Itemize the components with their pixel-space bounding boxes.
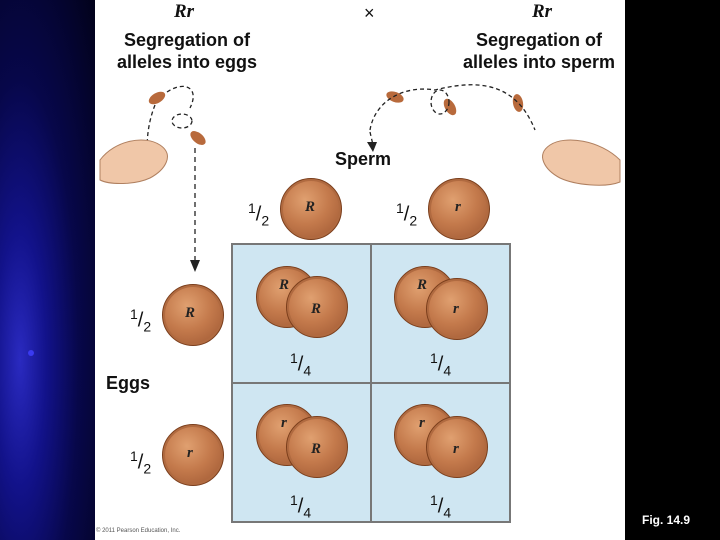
sperm-arrow (369, 131, 374, 146)
allele-letter: r (281, 415, 287, 431)
fraction-numerator: 1 (130, 448, 138, 464)
flying-coin (386, 91, 404, 103)
offspring-fraction: 1/4 (290, 350, 312, 379)
toss-path (171, 113, 193, 129)
offspring-coin-front: R (286, 416, 348, 478)
right-hand-icon (542, 139, 621, 186)
flying-coin (512, 94, 524, 112)
sperm-coin-r: r (428, 178, 490, 240)
egg-coin-r: r (162, 424, 224, 486)
fraction-numerator: 1 (290, 492, 298, 508)
allele-letter: R (311, 301, 322, 317)
cross-symbol: × (364, 3, 375, 23)
fraction-numerator: 1 (430, 492, 438, 508)
fraction-denominator: 2 (143, 318, 152, 335)
left-genotype: Rr (174, 1, 195, 22)
bullet-dot (28, 350, 34, 356)
slide-left-background (0, 0, 95, 540)
offspring-coin-front: r (426, 278, 488, 340)
fraction-denominator: 4 (303, 362, 312, 379)
fraction-numerator: 1 (248, 200, 256, 216)
fraction-denominator: 2 (409, 212, 418, 229)
fraction-denominator: 2 (143, 460, 152, 477)
toss-path (430, 89, 450, 115)
fraction-numerator: 1 (130, 306, 138, 322)
toss-path (146, 104, 156, 171)
arrowhead-icon (190, 260, 200, 272)
fraction-denominator: 4 (443, 504, 452, 521)
egg-fraction-R: 1/2 (130, 306, 152, 335)
fraction-numerator: 1 (290, 350, 298, 366)
allele-letter: R (311, 441, 322, 457)
copyright-notice: © 2011 Pearson Education, Inc. (96, 528, 181, 534)
figure-label: Fig. 14.9 (642, 513, 691, 527)
fraction-numerator: 1 (430, 350, 438, 366)
coin-toss-illustration (99, 84, 621, 272)
left-heading-line1: Segregation of (123, 30, 250, 50)
toss-path (166, 85, 194, 109)
sperm-fraction-r: 1/2 (396, 200, 418, 229)
right-genotype: Rr (532, 1, 553, 22)
offspring-coin-front: R (286, 276, 348, 338)
flying-coin (443, 98, 457, 116)
flying-coin (148, 91, 166, 105)
right-heading-line1: Segregation of (475, 30, 602, 50)
sperm-coin-R: R (280, 178, 342, 240)
left-heading: Segregation of alleles into eggs (104, 29, 270, 73)
egg-coin-R: R (162, 284, 224, 346)
flying-coin (190, 131, 206, 145)
allele-letter: r (419, 415, 425, 431)
right-heading-line2: alleles into sperm (462, 52, 616, 72)
left-hand-icon (99, 139, 168, 184)
fraction-denominator: 4 (303, 504, 312, 521)
right-heading: Segregation of alleles into sperm (452, 29, 626, 73)
sperm-label: Sperm (335, 149, 392, 169)
arrowhead-icon (367, 142, 377, 152)
allele-letter: R (279, 277, 290, 293)
offspring-coin-front: r (426, 416, 488, 478)
allele-letter: r (453, 301, 459, 317)
allele-letter: r (455, 199, 461, 215)
toss-path (369, 84, 536, 131)
allele-letter: r (453, 441, 459, 457)
slide-right-background (625, 0, 720, 540)
left-heading-line2: alleles into eggs (116, 52, 258, 72)
fraction-numerator: 1 (396, 200, 404, 216)
sperm-fraction-R: 1/2 (248, 200, 270, 229)
fraction-denominator: 4 (443, 362, 452, 379)
offspring-fraction: 1/4 (430, 492, 452, 521)
allele-letter: R (417, 277, 428, 293)
allele-letter: R (185, 305, 196, 321)
allele-letter: r (187, 445, 193, 461)
eggs-label: Eggs (106, 373, 151, 393)
grid-divider (231, 382, 511, 384)
offspring-fraction: 1/4 (290, 492, 312, 521)
egg-fraction-r: 1/2 (130, 448, 152, 477)
offspring-fraction: 1/4 (430, 350, 452, 379)
fraction-denominator: 2 (261, 212, 270, 229)
allele-letter: R (305, 199, 316, 215)
